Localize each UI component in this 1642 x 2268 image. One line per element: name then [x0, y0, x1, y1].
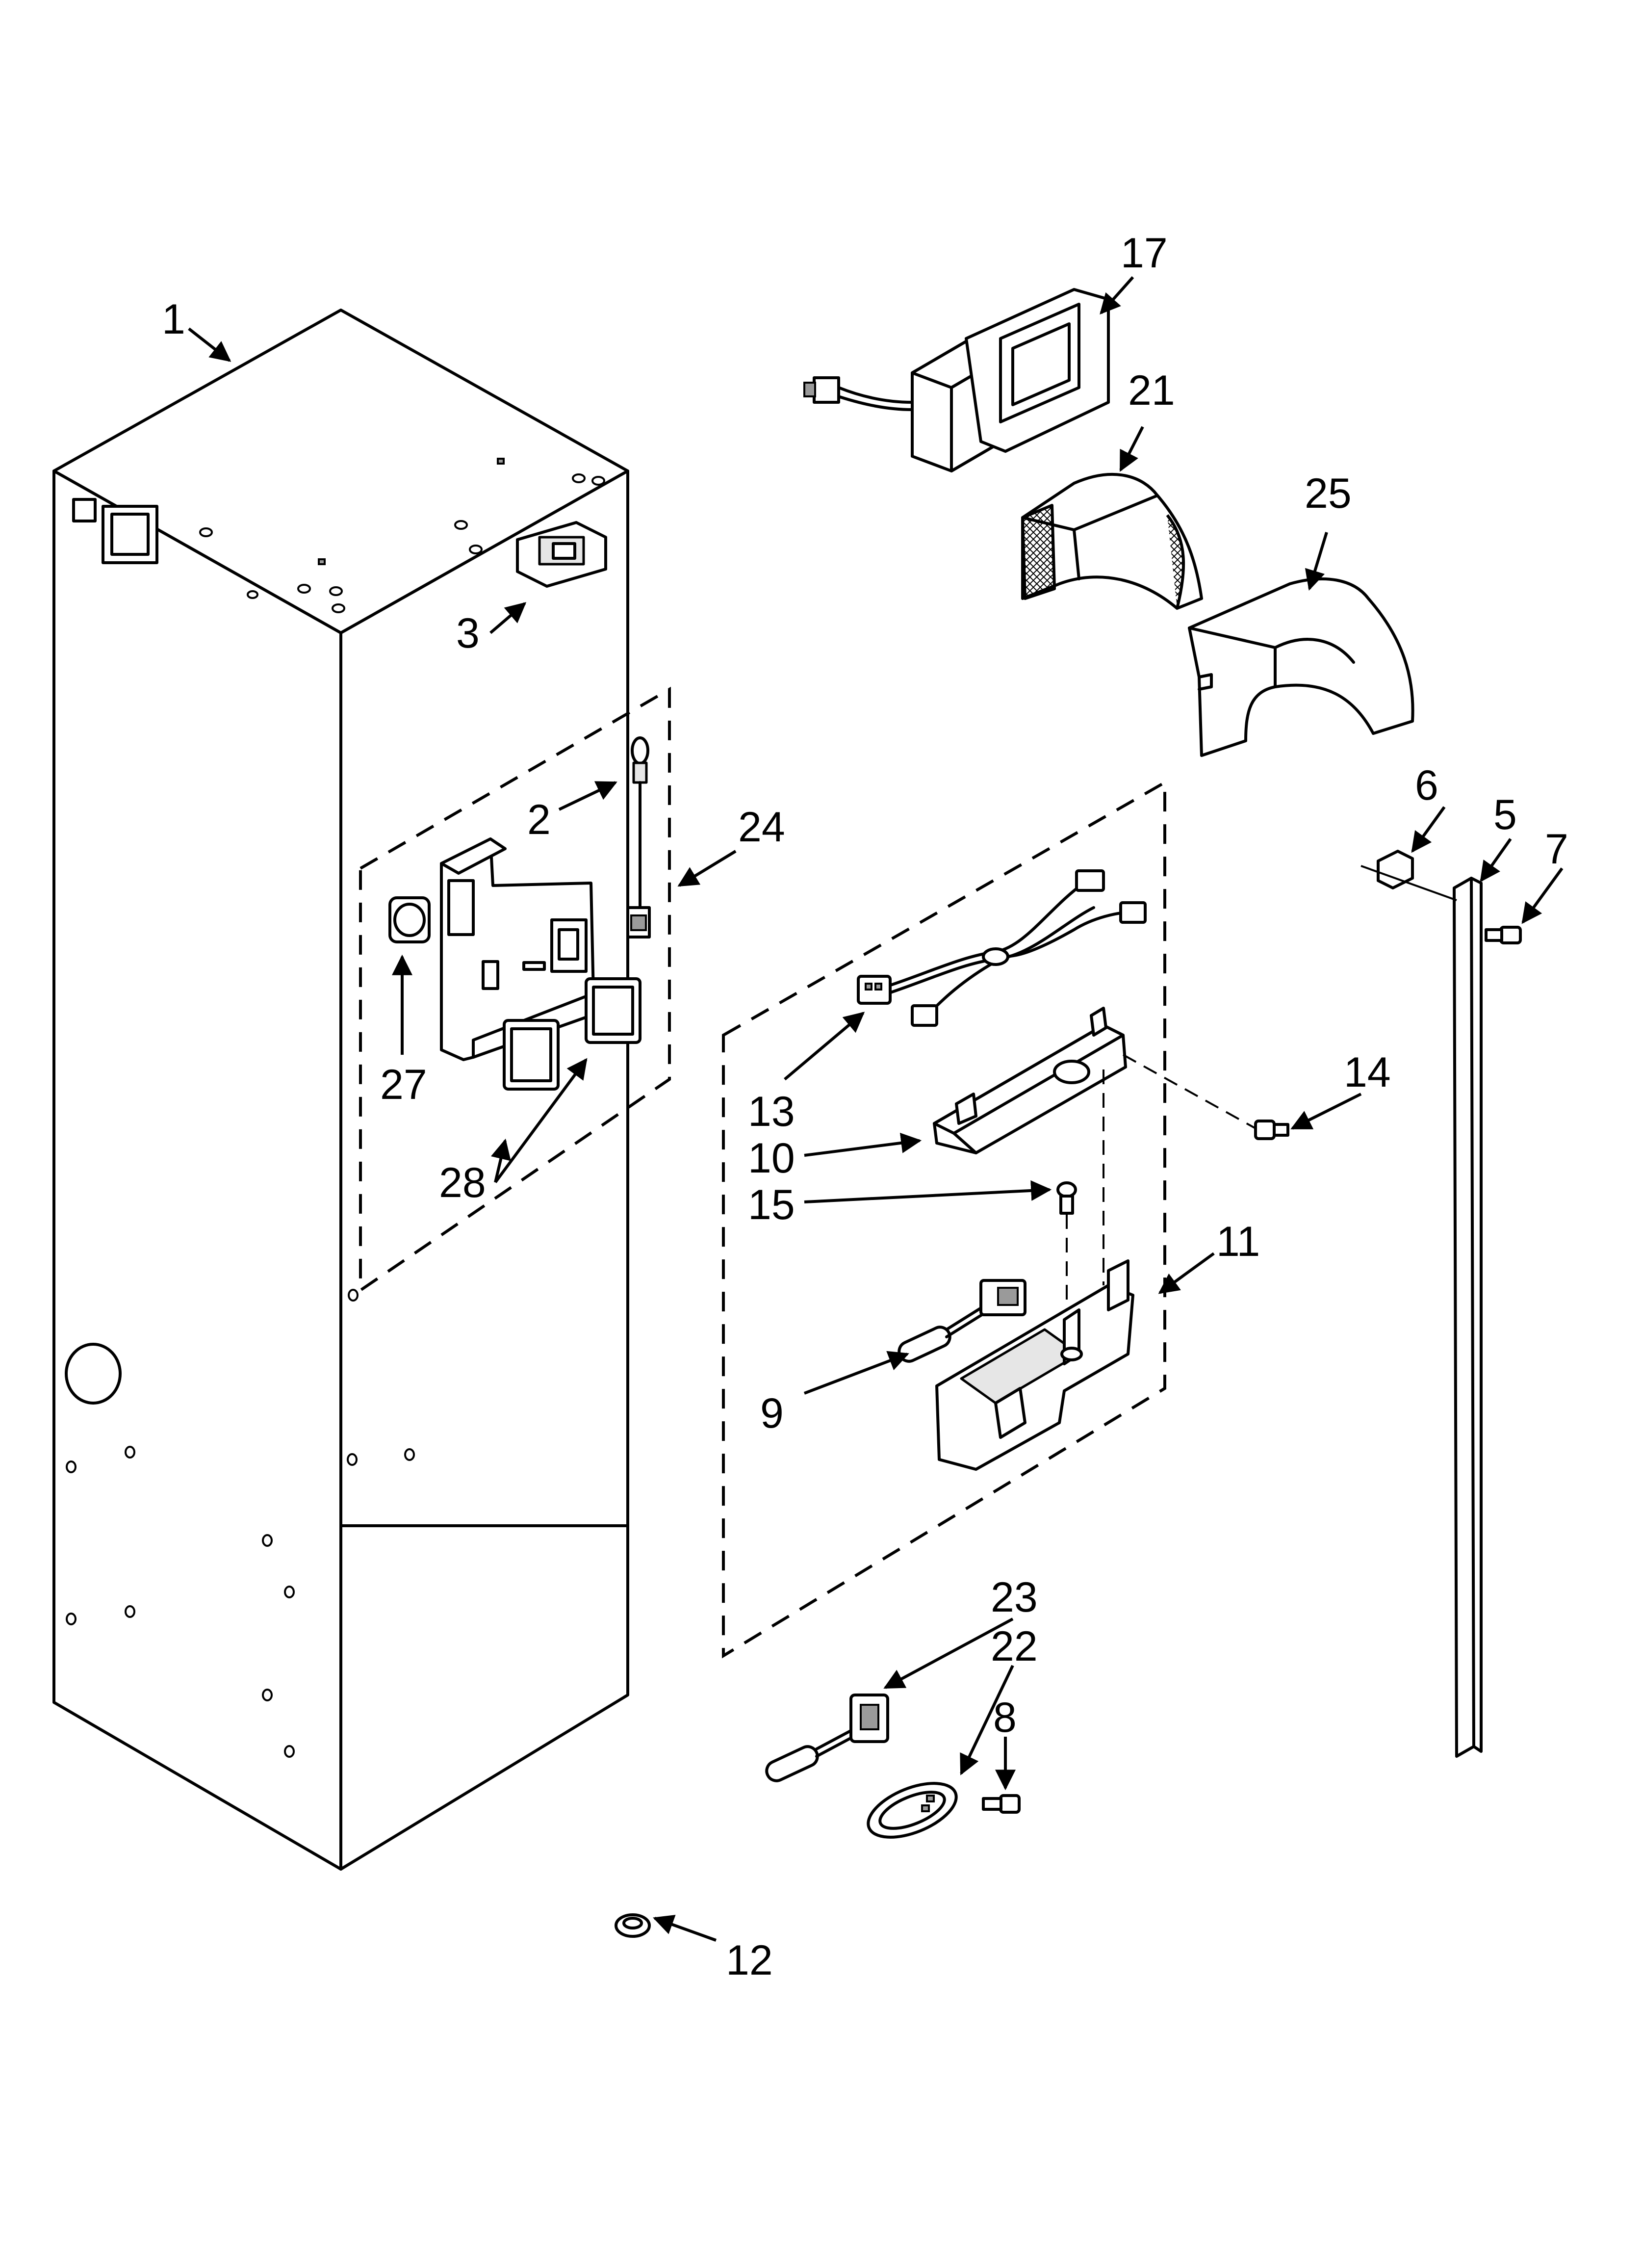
callout-28: 28 [439, 1159, 486, 1206]
lens-22 [867, 1782, 958, 1839]
duct-21 [1021, 473, 1203, 610]
callout-24: 24 [738, 804, 785, 851]
cabinet-liner [52, 309, 629, 1871]
callout-6: 6 [1415, 762, 1438, 809]
callout-12: 12 [726, 1937, 773, 1984]
callout-25: 25 [1305, 470, 1352, 517]
callout-1: 1 [162, 296, 185, 343]
light-assembly-17 [803, 288, 1110, 472]
screw-8 [982, 1794, 1021, 1814]
screw-15 [1056, 1069, 1104, 1325]
rail-5 [1453, 877, 1483, 1758]
callout-7: 7 [1545, 826, 1568, 873]
callout-13: 13 [748, 1088, 795, 1135]
control-housing-24 [440, 837, 595, 1061]
control-box-group-outline [359, 686, 671, 1293]
callout-8: 8 [993, 1694, 1017, 1741]
plug-12 [615, 1913, 651, 1938]
callout-11: 11 [1216, 1218, 1260, 1265]
callout-21: 21 [1128, 367, 1175, 414]
callout-14: 14 [1344, 1049, 1391, 1096]
wire-harness-13 [857, 869, 1147, 1027]
sensor-cover-10 [933, 1007, 1127, 1154]
wire-harness-2 [626, 736, 651, 938]
sensor-group-outline [722, 780, 1166, 1659]
callout-labels: 1 2 3 5 6 7 8 9 10 11 12 13 14 15 17 21 … [162, 230, 1568, 1984]
callout-15: 15 [748, 1181, 795, 1228]
callout-17: 17 [1121, 230, 1168, 277]
sensor-9 [898, 1279, 1026, 1363]
housing-11 [935, 1259, 1134, 1471]
callout-10: 10 [748, 1135, 795, 1182]
duct-cover-25 [1188, 577, 1414, 757]
callout-27: 27 [380, 1061, 427, 1108]
grommet-27 [388, 896, 431, 943]
screw-14 [1123, 1054, 1289, 1140]
callout-23: 23 [991, 1574, 1038, 1621]
nut-6 [1360, 850, 1457, 901]
screw-7 [1485, 926, 1522, 944]
leader-arrows [188, 276, 1564, 1942]
sensor-23 [765, 1694, 889, 1782]
callout-3: 3 [456, 610, 480, 657]
callout-22: 22 [991, 1623, 1038, 1670]
pads-28 [503, 977, 641, 1091]
callout-2: 2 [527, 796, 551, 843]
callout-9: 9 [760, 1390, 784, 1437]
callout-5: 5 [1493, 791, 1517, 838]
